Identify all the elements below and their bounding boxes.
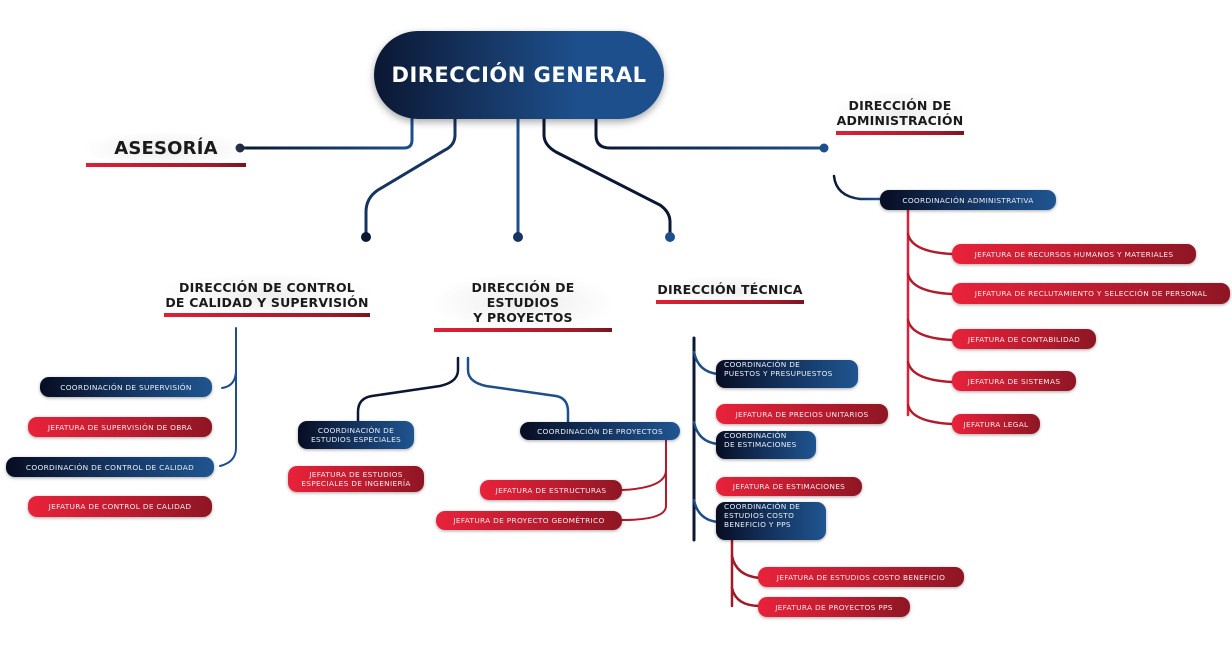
title-underline: [656, 300, 804, 304]
asesoria-node[interactable]: ASESORÍA: [86, 132, 246, 167]
coordinacion-proyectos[interactable]: COORDINACIÓN DE PROYECTOS: [520, 422, 680, 440]
jefatura-precios-unitarios[interactable]: JEFATURA DE PRECIOS UNITARIOS: [716, 404, 888, 424]
jefatura-proyecto-geometrico-label: JEFATURA DE PROYECTO GEOMÉTRICO: [453, 516, 605, 525]
jefatura-precios-unitarios-label: JEFATURA DE PRECIOS UNITARIOS: [735, 409, 869, 419]
title-underline: [836, 131, 964, 135]
node-dot-control: [361, 232, 371, 242]
jefatura-estudios-especiales-ingenieria[interactable]: JEFATURA DE ESTUDIOS ESPECIALES DE INGEN…: [288, 466, 424, 492]
jefatura-sistemas-label: JEFATURA DE SISTEMAS: [967, 376, 1061, 386]
jefatura-estudios-costo-beneficio[interactable]: JEFATURA DE ESTUDIOS COSTO BENEFICIO: [758, 567, 964, 587]
coordinacion-costo-beneficio-label-2: ESTUDIOS COSTO: [724, 511, 795, 520]
jefatura-contabilidad[interactable]: JEFATURA DE CONTABILIDAD: [952, 329, 1096, 349]
direccion-general-node[interactable]: DIRECCIÓN GENERAL: [374, 31, 664, 119]
coordinacion-costo-beneficio-label-1: COORDINACIÓN DE: [724, 502, 801, 511]
coordinacion-estudios-costo-beneficio[interactable]: COORDINACIÓN DE ESTUDIOS COSTO BENEFICIO…: [716, 502, 826, 540]
coordinacion-costo-beneficio-label-3: BENEFICIO Y PPS: [724, 520, 791, 529]
jefatura-proyectos-pps[interactable]: JEFATURA DE PROYECTOS PPS: [758, 597, 910, 617]
jefatura-estudios-especiales-label-2: ESPECIALES DE INGENIERÍA: [301, 479, 411, 488]
jefatura-estimaciones-label: JEFATURA DE ESTIMACIONES: [732, 482, 846, 491]
jefatura-sistemas[interactable]: JEFATURA DE SISTEMAS: [952, 371, 1076, 391]
node-dot-estudios: [513, 232, 523, 242]
jefatura-reclutamiento-label: JEFATURA DE RECLUTAMIENTO Y SELECCIÓN DE…: [974, 289, 1208, 298]
jefatura-estimaciones[interactable]: JEFATURA DE ESTIMACIONES: [716, 477, 862, 496]
coordinacion-puestos-presupuestos[interactable]: COORDINACIÓN DE PUESTOS Y PRESUPUESTOS: [716, 360, 858, 388]
coordinacion-administrativa-label: COORDINACIÓN ADMINISTRATIVA: [902, 195, 1034, 205]
coordinacion-administrativa[interactable]: COORDINACIÓN ADMINISTRATIVA: [880, 190, 1056, 210]
connector-tecnica: [542, 116, 672, 238]
coordinacion-estimaciones[interactable]: COORDINACIÓN DE ESTIMACIONES: [716, 431, 816, 459]
node-dot-tecnica: [665, 232, 675, 242]
jefatura-control-calidad-label: JEFATURA DE CONTROL DE CALIDAD: [48, 502, 192, 511]
coordinacion-estudios-especiales-label-2: ESTUDIOS ESPECIALES: [310, 435, 402, 444]
connector-control: [364, 116, 457, 238]
coordinacion-proyectos-label: COORDINACIÓN DE PROYECTOS: [537, 426, 663, 436]
jefatura-estudios-especiales-label-1: JEFATURA DE ESTUDIOS: [309, 470, 403, 479]
node-dot-administracion: [819, 143, 829, 153]
jefatura-proyecto-geometrico[interactable]: JEFATURA DE PROYECTO GEOMÉTRICO: [436, 511, 622, 530]
connector-administracion: [594, 116, 824, 150]
coordinacion-estudios-especiales-label-1: COORDINACIÓN DE: [317, 426, 395, 435]
jefatura-estructuras[interactable]: JEFATURA DE ESTRUCTURAS: [480, 480, 622, 500]
jefatura-control-calidad[interactable]: JEFATURA DE CONTROL DE CALIDAD: [28, 496, 212, 517]
jefatura-supervision-obra[interactable]: JEFATURA DE SUPERVISIÓN DE OBRA: [28, 417, 212, 437]
direccion-estudios-label-line2: Y PROYECTOS: [473, 310, 573, 325]
coordinacion-control-calidad-label: COORDINACIÓN DE CONTROL DE CALIDAD: [25, 462, 195, 472]
direccion-administracion-label-line1: DIRECCIÓN DE: [848, 98, 952, 113]
coordinacion-puestos-label-2: PUESTOS Y PRESUPUESTOS: [724, 369, 833, 378]
jefatura-supervision-obra-label: JEFATURA DE SUPERVISIÓN DE OBRA: [47, 422, 193, 432]
direccion-control-node[interactable]: DIRECCIÓN DE CONTROL DE CALIDAD Y SUPERV…: [164, 274, 370, 317]
jefatura-proyectos-pps-label: JEFATURA DE PROYECTOS PPS: [775, 602, 893, 612]
title-underline: [164, 313, 370, 317]
direccion-estudios-node[interactable]: DIRECCIÓN DE ESTUDIOS Y PROYECTOS: [434, 274, 612, 332]
direccion-administracion-node[interactable]: DIRECCIÓN DE ADMINISTRACIÓN: [836, 92, 964, 135]
coordinacion-supervision[interactable]: COORDINACIÓN DE SUPERVISIÓN: [40, 377, 212, 397]
coordinacion-control-calidad[interactable]: COORDINACIÓN DE CONTROL DE CALIDAD: [6, 457, 214, 477]
connector-asesoria: [240, 116, 414, 150]
jefatura-estudios-costo-beneficio-label: JEFATURA DE ESTUDIOS COSTO BENEFICIO: [776, 572, 946, 582]
coordinacion-estimaciones-label-2: DE ESTIMACIONES: [724, 440, 797, 449]
jefatura-recursos-humanos-materiales[interactable]: JEFATURA DE RECURSOS HUMANOS Y MATERIALE…: [952, 244, 1196, 264]
jefatura-estructuras-label: JEFATURA DE ESTRUCTURAS: [495, 485, 607, 495]
direccion-tecnica-label: DIRECCIÓN TÉCNICA: [657, 282, 803, 297]
coordinacion-estimaciones-label-1: COORDINACIÓN: [724, 431, 787, 440]
direccion-tecnica-node[interactable]: DIRECCIÓN TÉCNICA: [656, 276, 804, 304]
jefatura-recursos-humanos-label: JEFATURA DE RECURSOS HUMANOS Y MATERIALE…: [974, 249, 1174, 259]
jefatura-contabilidad-label: JEFATURA DE CONTABILIDAD: [967, 334, 1081, 344]
asesoria-label: ASESORÍA: [114, 138, 218, 159]
coordinacion-estudios-especiales[interactable]: COORDINACIÓN DE ESTUDIOS ESPECIALES: [298, 421, 414, 449]
title-underline: [434, 328, 612, 332]
jefatura-legal[interactable]: JEFATURA LEGAL: [952, 414, 1040, 434]
direccion-control-label-line2: DE CALIDAD Y SUPERVISIÓN: [165, 295, 369, 310]
jefatura-reclutamiento-seleccion[interactable]: JEFATURA DE RECLUTAMIENTO Y SELECCIÓN DE…: [952, 283, 1230, 304]
coordinacion-supervision-label: COORDINACIÓN DE SUPERVISIÓN: [60, 382, 192, 392]
direccion-estudios-label-line1: DIRECCIÓN DE ESTUDIOS: [471, 280, 575, 310]
jefatura-legal-label: JEFATURA LEGAL: [963, 419, 1029, 429]
direccion-control-label-line1: DIRECCIÓN DE CONTROL: [179, 280, 355, 295]
title-underline: [86, 163, 246, 167]
direccion-general-label: DIRECCIÓN GENERAL: [391, 63, 647, 87]
direccion-administracion-label-line2: ADMINISTRACIÓN: [836, 113, 964, 128]
coordinacion-puestos-label-1: COORDINACIÓN DE: [724, 360, 801, 369]
